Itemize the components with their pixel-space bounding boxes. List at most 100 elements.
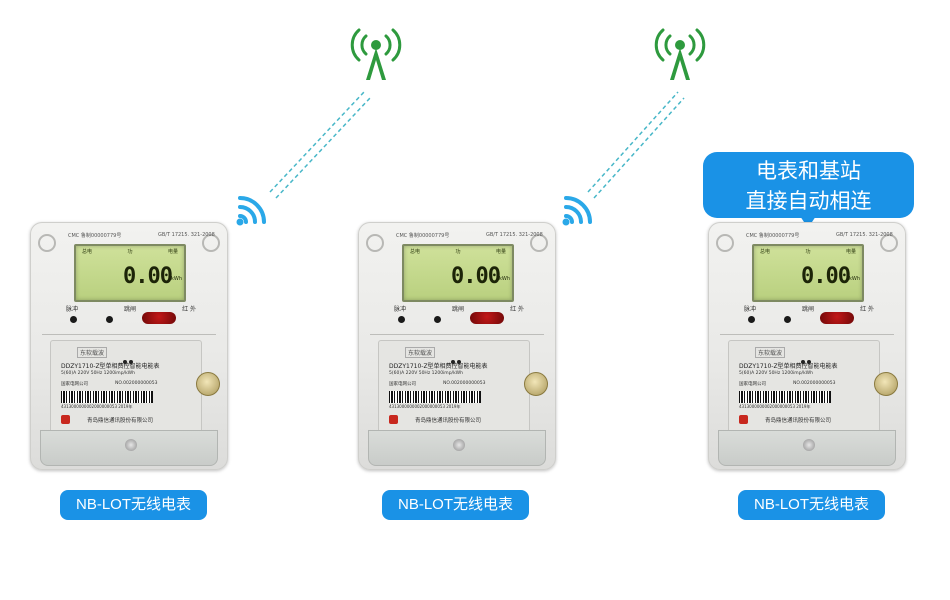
terminal-cover (40, 430, 218, 466)
meter-logo-icon (202, 234, 220, 252)
indicator-label: 跳闸 (452, 306, 465, 313)
meter-reading: 0.00 (451, 264, 501, 289)
meter-unit: kWh (170, 276, 182, 282)
meter-serial: NO.002000000053 (793, 381, 836, 386)
meter-serial: NO.002000000053 (443, 381, 486, 386)
barcode (739, 391, 831, 403)
antenna-tower-icon (654, 28, 706, 80)
barcode-number: 4313000000002000000053 2019年 (61, 404, 133, 409)
lcd-label: 总电 (82, 249, 93, 255)
pulse-led (70, 316, 77, 323)
terminal-cover (718, 430, 896, 466)
barcode-number: 4313000000002000000053 2019年 (739, 404, 811, 409)
meter-reading: 0.00 (801, 264, 851, 289)
wifi-signal-icon (236, 196, 266, 226)
link-line-right-b (593, 97, 685, 199)
nameplate: 东软载波 DDZY1710-Z型单相费控智能电能表 5(60)A 220V 50… (378, 340, 530, 434)
indicator-label: 跳闸 (802, 306, 815, 313)
meter-label-3: NB-LOT无线电表 (738, 490, 885, 520)
terminal-screw (524, 372, 548, 396)
electric-meter-1: CMC 鲁制00000779号 GB/T 17215. 321-2008 总电 … (30, 222, 228, 470)
cover-screw (453, 439, 465, 451)
infrared-window (820, 312, 854, 324)
meter-lcd: 总电 功 电量 0.00 kWh (752, 244, 864, 302)
trip-led (784, 316, 791, 323)
meter-reading: 0.00 (123, 264, 173, 289)
meter-standard: GB/T 17215. 321-2008 (158, 232, 215, 238)
manufacturer: 青岛鼎信通讯股份有限公司 (87, 418, 154, 424)
link-line-right-a (587, 91, 679, 193)
meter-cert: CMC 鲁制00000779号 (746, 233, 800, 239)
terminal-cover (368, 430, 546, 466)
meter-serial: NO.002000000053 (115, 381, 158, 386)
meter-cert: CMC 鲁制00000779号 (68, 233, 122, 239)
meter-logo-icon (38, 234, 56, 252)
cover-screw (125, 439, 137, 451)
cover-screw (803, 439, 815, 451)
brand-label: 东软载波 (755, 347, 786, 358)
electric-meter-3: CMC 鲁制00000779号 GB/T 17215. 321-2008 总电 … (708, 222, 906, 470)
nameplate: 东软载波 DDZY1710-Z型单相费控智能电能表 5(60)A 220V 50… (50, 340, 202, 434)
lcd-label: 电量 (167, 249, 178, 255)
manufacturer-logo-icon (389, 415, 398, 424)
callout-bubble: 电表和基站 直接自动相连 (703, 152, 914, 218)
barcode (389, 391, 481, 403)
meter-label-2: NB-LOT无线电表 (382, 490, 529, 520)
meter-standard: GB/T 17215. 321-2008 (836, 232, 893, 238)
pulse-led (398, 316, 405, 323)
lcd-label: 功 (805, 249, 811, 255)
meter-label-1: NB-LOT无线电表 (60, 490, 207, 520)
meter-standard: GB/T 17215. 321-2008 (486, 232, 543, 238)
indicator-label: 脉冲 (394, 306, 407, 313)
barcode (61, 391, 153, 403)
meter-spec: 5(60)A 220V 50Hz 1200imp/kWh (61, 371, 135, 376)
meter-spec: 5(60)A 220V 50Hz 1200imp/kWh (739, 371, 813, 376)
meter-logo-icon (530, 234, 548, 252)
trip-led (434, 316, 441, 323)
indicator-label: 红 外 (860, 306, 874, 313)
meter-lcd: 总电 功 电量 0.00 kWh (402, 244, 514, 302)
lcd-label: 电量 (845, 249, 856, 255)
meter-logo-icon (366, 234, 384, 252)
meter-unit: kWh (848, 276, 860, 282)
lcd-label: 电量 (495, 249, 506, 255)
indicator-label: 脉冲 (66, 306, 79, 313)
meter-cert: CMC 鲁制00000779号 (396, 233, 450, 239)
electric-meter-2: CMC 鲁制00000779号 GB/T 17215. 321-2008 总电 … (358, 222, 556, 470)
link-line-left-b (275, 97, 371, 199)
indicator-label: 脉冲 (744, 306, 757, 313)
brand-label: 东软载波 (405, 347, 436, 358)
infrared-window (142, 312, 176, 324)
lcd-label: 总电 (410, 249, 421, 255)
lcd-label: 功 (455, 249, 461, 255)
callout-line-1: 电表和基站 (756, 159, 861, 183)
meter-model: DDZY1710-Z型单相费控智能电能表 (389, 363, 488, 370)
link-line-left-a (269, 91, 365, 193)
meter-spec: 5(60)A 220V 50Hz 1200imp/kWh (389, 371, 463, 376)
pulse-led (748, 316, 755, 323)
callout-line-2: 直接自动相连 (745, 189, 872, 213)
meter-unit: kWh (498, 276, 510, 282)
nameplate: 东软载波 DDZY1710-Z型单相费控智能电能表 5(60)A 220V 50… (728, 340, 880, 434)
indicator-label: 跳闸 (124, 306, 137, 313)
manufacturer: 青岛鼎信通讯股份有限公司 (765, 418, 832, 424)
infrared-window (470, 312, 504, 324)
meter-lcd: 总电 功 电量 0.00 kWh (74, 244, 186, 302)
indicator-label: 红 外 (182, 306, 196, 313)
meter-owner: 国家电网公司 (389, 382, 416, 387)
brand-label: 东软载波 (77, 347, 108, 358)
barcode-number: 4313000000002000000053 2019年 (389, 404, 461, 409)
antenna-tower-icon (350, 28, 402, 80)
indicator-label: 红 外 (510, 306, 524, 313)
wifi-signal-icon (562, 196, 592, 226)
lcd-label: 总电 (760, 249, 771, 255)
meter-owner: 国家电网公司 (739, 382, 766, 387)
meter-logo-icon (880, 234, 898, 252)
meter-model: DDZY1710-Z型单相费控智能电能表 (739, 363, 838, 370)
terminal-screw (874, 372, 898, 396)
meter-model: DDZY1710-Z型单相费控智能电能表 (61, 363, 160, 370)
terminal-screw (196, 372, 220, 396)
meter-owner: 国家电网公司 (61, 382, 88, 387)
meter-logo-icon (716, 234, 734, 252)
